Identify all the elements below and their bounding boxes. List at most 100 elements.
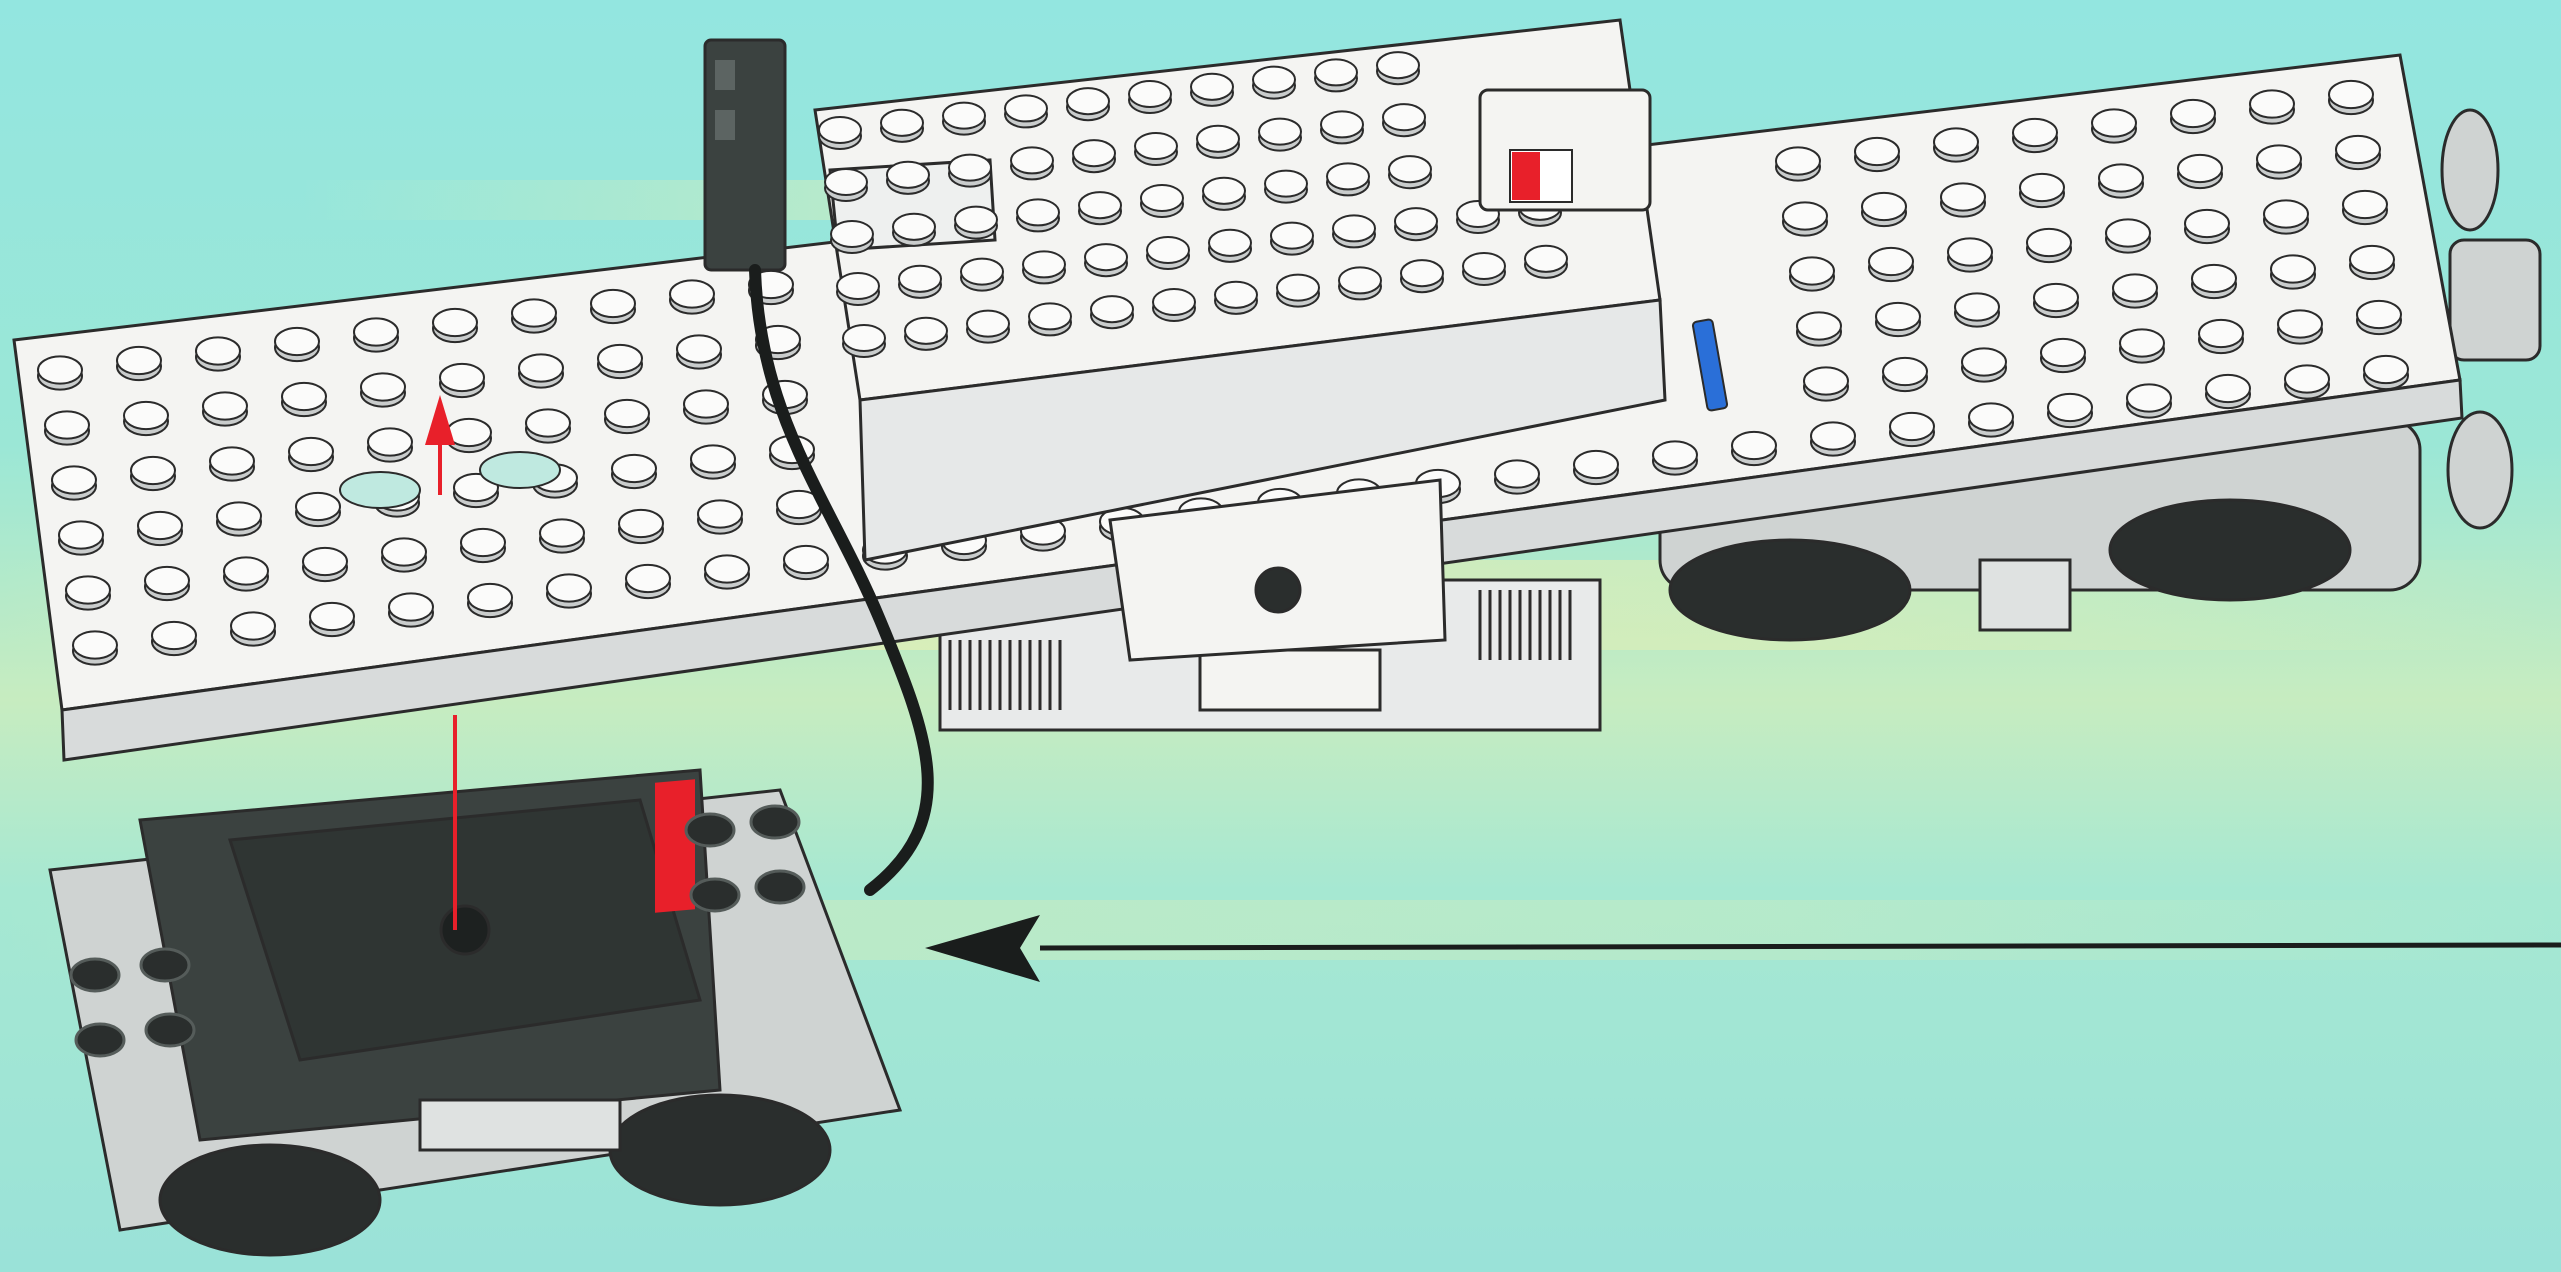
stud-top (2019, 172, 2065, 203)
stud-top (604, 398, 650, 429)
stud-top (1004, 94, 1048, 123)
stud-top (1782, 201, 1828, 231)
stud-top (2356, 299, 2402, 330)
stud-top (697, 499, 743, 529)
stud-top (2126, 383, 2172, 413)
stud-top (1573, 449, 1619, 480)
stud-top (676, 334, 722, 364)
stud-top (830, 219, 874, 249)
stud-top (2328, 79, 2374, 110)
motor-stud (684, 812, 736, 848)
stud-top (1810, 421, 1856, 451)
stud-top (824, 167, 868, 197)
stud-top (1016, 198, 1060, 227)
stud-top (1868, 246, 1914, 277)
stud-top (2270, 254, 2316, 284)
stud-top (2033, 282, 2079, 313)
motor-wheel-right (608, 1093, 832, 1207)
stud-top (1258, 117, 1302, 146)
stud-top (1861, 191, 1907, 222)
stud-top (72, 630, 118, 660)
stud-top (2177, 153, 2223, 184)
stud-top (1789, 256, 1835, 286)
motor-stud (749, 804, 801, 840)
stud-top (2184, 208, 2230, 239)
stud-top (1940, 182, 1986, 212)
motor-stud (754, 869, 806, 905)
stud-top (302, 546, 348, 577)
stud-top (309, 601, 355, 632)
stud-top (1208, 228, 1252, 257)
stud-top (1388, 155, 1432, 184)
stud-top (130, 455, 176, 486)
stud-top (1252, 65, 1296, 94)
stud-top (2091, 108, 2137, 138)
motor-stud (689, 877, 741, 913)
stud-top (625, 563, 671, 594)
stud-top (1494, 459, 1540, 489)
stud-top (2112, 273, 2158, 303)
train-motor (48, 768, 903, 1257)
stud-top (2249, 89, 2295, 119)
stud-top (842, 323, 886, 353)
stud-top (898, 264, 942, 293)
stud-top (381, 537, 427, 567)
stud-top (1022, 250, 1066, 279)
stud-top (1376, 51, 1420, 80)
stud-top (1968, 402, 2014, 432)
motor-stud (144, 1012, 196, 1048)
stud-top (1196, 124, 1240, 153)
stud-top (223, 556, 269, 586)
stud-top (353, 317, 399, 347)
stud-top (1270, 221, 1314, 250)
stud-top (1072, 139, 1116, 168)
switch-red-indicator (1512, 152, 1540, 200)
stud-top (151, 620, 197, 651)
stud-top (1889, 411, 1935, 442)
stud-top (2205, 373, 2251, 404)
stud-top (2335, 134, 2381, 165)
battery-box (813, 18, 1729, 662)
stud-top (432, 307, 478, 338)
stud-top (546, 573, 592, 603)
stud-top (948, 153, 992, 182)
stud-top (611, 453, 657, 484)
stud-top (1947, 237, 1993, 267)
stud-top (880, 108, 924, 137)
stud-top (1326, 162, 1370, 191)
stud-top (836, 271, 880, 301)
stud-top (1933, 127, 1979, 157)
stud-top (2119, 328, 2165, 358)
connector-cable (749, 264, 934, 896)
stud-top (1264, 169, 1308, 198)
stud-top (683, 389, 729, 419)
stud-top (1882, 356, 1928, 387)
stud-top (388, 592, 434, 622)
stud-top (1954, 292, 2000, 322)
stud-top (2263, 199, 2309, 229)
stud-top (209, 446, 255, 476)
stud-top (511, 298, 557, 328)
stud-top (1134, 131, 1178, 161)
rear-wheel-left (1668, 538, 1912, 642)
stud-top (1190, 72, 1234, 101)
stud-top (1214, 280, 1258, 309)
stud-top (2256, 144, 2302, 174)
stud-top (44, 410, 90, 440)
stud-top (274, 326, 320, 357)
stud-top (1524, 244, 1568, 273)
stud-top (618, 508, 664, 539)
front-socket (1254, 566, 1302, 614)
stud-top (539, 518, 585, 548)
motor-studs (69, 804, 806, 1058)
stud-top (1066, 87, 1110, 116)
stud-top (1314, 58, 1358, 87)
stud-top (1775, 146, 1821, 176)
motor-stud (74, 1022, 126, 1058)
stud-top (1202, 176, 1246, 205)
stud-top (783, 544, 829, 575)
stud-top (954, 205, 998, 234)
stud-top (2012, 117, 2058, 148)
stud-top (597, 343, 643, 374)
stud-top (116, 345, 162, 376)
